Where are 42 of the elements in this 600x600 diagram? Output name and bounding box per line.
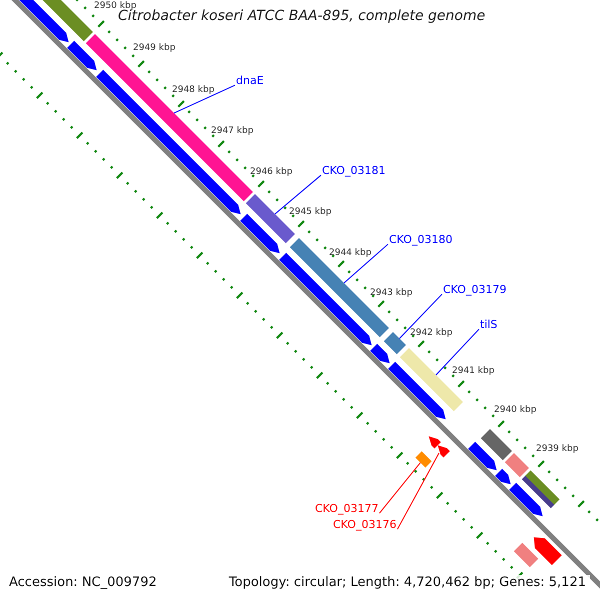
tick-label: 2950 kbp — [94, 1, 136, 11]
gene-feature — [480, 429, 512, 460]
gene-label: CKO_03179 — [443, 283, 506, 296]
tick-label: 2949 kbp — [133, 43, 176, 54]
leader-line — [378, 462, 421, 514]
leader-line — [173, 84, 236, 114]
gene-label: tilS — [480, 318, 498, 332]
tick-label: 2944 kbp — [329, 248, 372, 259]
gene-label: CKO_03177 — [315, 502, 378, 516]
tick-label: 2939 kbp — [536, 444, 578, 455]
gene-feature — [504, 453, 529, 478]
leader-line — [435, 328, 480, 376]
gene-feature — [370, 344, 390, 364]
tick-label: 2945 kbp — [289, 207, 332, 218]
gene-feature — [428, 436, 441, 448]
gene-feature — [495, 468, 511, 484]
gene-feature — [415, 451, 432, 468]
tick-label: 2941 kbp — [452, 366, 494, 377]
tick-label: 2946 kbp — [250, 167, 292, 178]
gene-label: CKO_03181 — [322, 164, 386, 178]
gene-feature — [509, 482, 543, 516]
gene-feature — [438, 445, 450, 458]
title: Citrobacter koseri ATCC BAA-895, complete genome — [118, 8, 486, 25]
gene-feature — [468, 442, 497, 470]
leader-line — [343, 244, 388, 284]
tick-label: 2947 kbp — [211, 126, 254, 137]
leader-line — [396, 452, 440, 530]
accession-text: Accession: NC_009792 — [9, 575, 157, 591]
gene-feature — [384, 332, 406, 354]
gene-label: CKO_03180 — [389, 233, 452, 246]
gene-feature — [388, 362, 446, 420]
tick-label: 2940 kbp — [494, 405, 536, 416]
gene-feature — [534, 537, 562, 566]
gene-feature — [522, 470, 560, 508]
leader-line — [398, 294, 442, 340]
gene-label: CKO_03176 — [333, 518, 396, 532]
tick-label: 2942 kbp — [410, 328, 452, 339]
gene-feature — [514, 542, 538, 568]
gene-label: dnaE — [236, 74, 264, 88]
tick-label: 2948 kbp — [172, 85, 214, 96]
gene-feature — [240, 214, 280, 254]
tick-label: 2943 kbp — [370, 288, 412, 299]
